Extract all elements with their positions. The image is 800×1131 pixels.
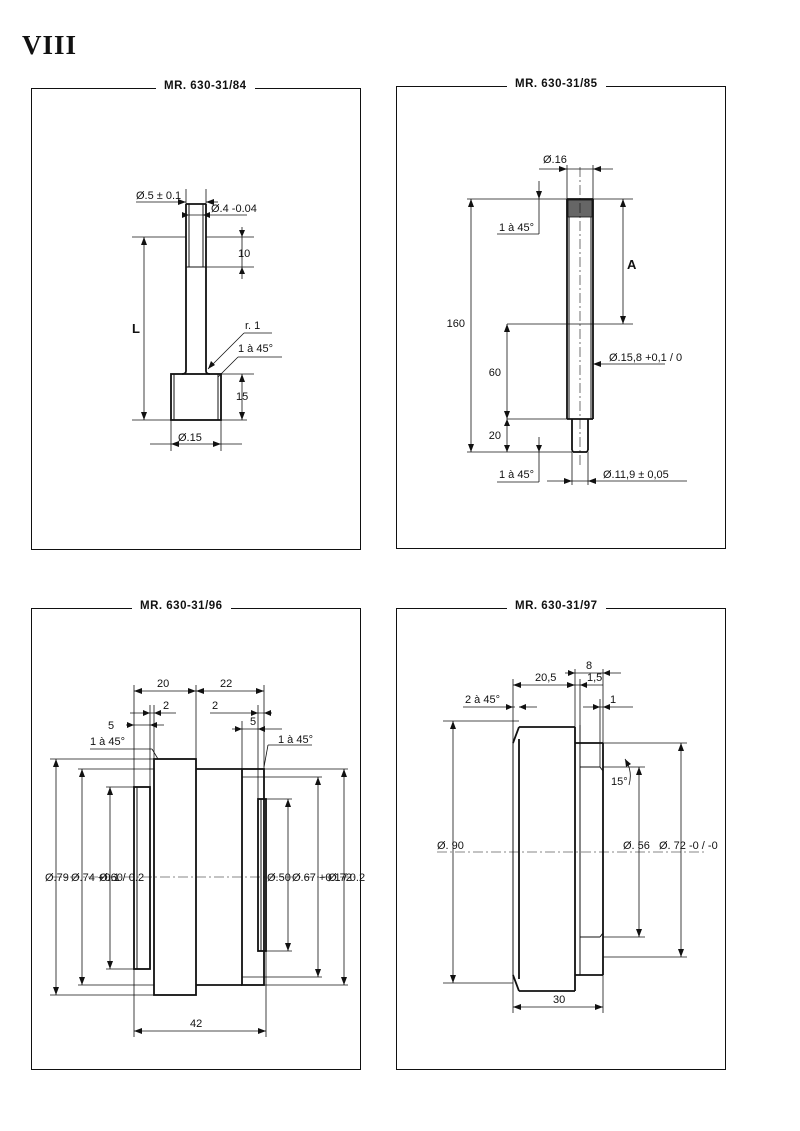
label-d72: Ø.72 (328, 872, 352, 884)
label-d74: Ø.74 +0.1 / 0.2 (71, 872, 144, 884)
label-w2a: 2 (163, 700, 169, 712)
label-d79: Ø.79 (45, 872, 69, 884)
label-w15: 1,5 (587, 672, 602, 684)
label-d5: Ø.5 ± 0.1 (136, 190, 181, 202)
label-d15: Ø.15 (178, 432, 202, 444)
label-d56: Ø. 56 (623, 840, 650, 852)
label-15: 15 (236, 391, 248, 403)
label-w8: 8 (586, 660, 592, 672)
label-w1: 1 (610, 694, 616, 706)
label-ch: 2 à 45° (465, 694, 500, 706)
label-10: 10 (238, 248, 250, 260)
label-d16: Ø.16 (543, 154, 567, 166)
label-chamfer: 1 à 45° (238, 343, 273, 355)
label-chamfer-top: 1 à 45° (499, 222, 534, 234)
label-chamfer-bot: 1 à 45° (499, 469, 534, 481)
label-L: L (132, 321, 140, 336)
ring-drawing-97: Ø. 90 Ø. 56 Ø. 72 -0 / -0 15° 8 20,5 (437, 660, 718, 1013)
label-d60: Ø.60 (99, 872, 123, 884)
label-d67: Ø.67 +0.1 / 0.2 (292, 872, 365, 884)
label-A: A (627, 257, 637, 272)
label-w42: 42 (190, 1018, 202, 1030)
panel-title: MR. 630-31/84 (156, 80, 255, 92)
label-60: 60 (489, 367, 501, 379)
drawing-panel-97: MR. 630-31/97 Ø. 90 Ø. 56 (396, 600, 726, 1070)
label-w30: 30 (553, 994, 565, 1006)
label-w20: 20 (157, 678, 169, 690)
label-d4: Ø.4 -0.04 (211, 203, 257, 215)
label-ch-left: 1 à 45° (90, 736, 125, 748)
label-d158: Ø.15,8 +0,1 / 0 (609, 352, 682, 364)
label-w22: 22 (220, 678, 232, 690)
drawing-panel-96: MR. 630-31/96 Ø.79 Ø.74 (31, 600, 365, 1070)
label-d72: Ø. 72 -0 / -0 (659, 840, 718, 852)
pin-drawing: L 10 15 Ø.15 Ø.5 ± 0.1 Ø.4 -0.04 r. (132, 189, 282, 451)
label-r1: r. 1 (245, 320, 260, 332)
label-20: 20 (489, 430, 501, 442)
drawing-panel-85: MR. 630-31/85 Ø.16 1 à 45° (396, 78, 726, 549)
label-a15: 15° (611, 776, 628, 788)
panel-title: MR. 630-31/97 (507, 600, 606, 612)
label-d90: Ø. 90 (437, 840, 464, 852)
label-ch-right: 1 à 45° (278, 734, 313, 746)
label-w2b: 2 (212, 700, 218, 712)
label-160: 160 (447, 318, 465, 330)
panel-title: MR. 630-31/96 (132, 600, 231, 612)
label-d119: Ø.11,9 ± 0,05 (603, 469, 669, 481)
panel-title: MR. 630-31/85 (507, 78, 606, 90)
rod-drawing: Ø.16 1 à 45° A 160 60 20 Ø.15,8 (447, 154, 687, 485)
label-w5b: 5 (250, 716, 256, 728)
label-w5a: 5 (108, 720, 114, 732)
label-d50: Ø.50 (267, 872, 291, 884)
ring-drawing-96: Ø.79 Ø.74 +0.1 / 0.2 Ø.60 Ø.50 Ø.67 +0.1… (45, 678, 365, 1037)
label-w205: 20,5 (535, 672, 556, 684)
page-number: VIII (22, 30, 78, 60)
drawing-panel-84: MR. 630-31/84 L 10 15 (31, 80, 361, 550)
